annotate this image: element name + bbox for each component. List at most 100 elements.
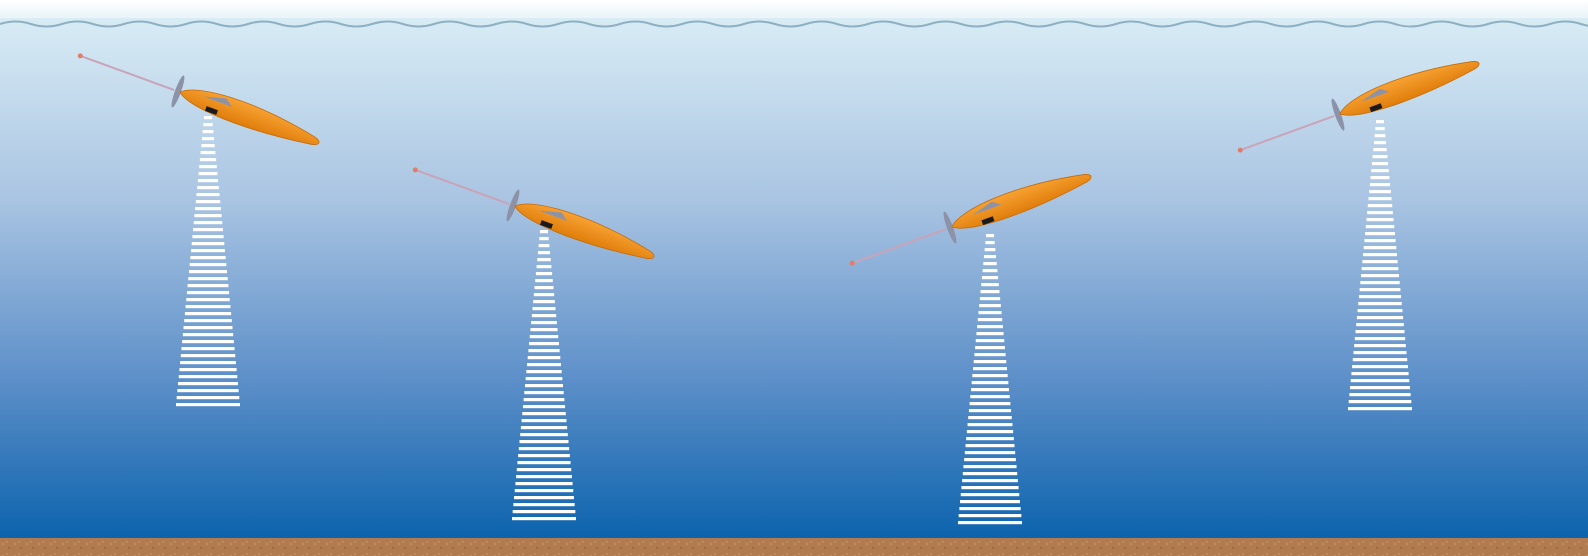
glider-hull bbox=[514, 203, 655, 259]
glider-fin bbox=[1361, 88, 1390, 102]
sonar-ping-line bbox=[970, 388, 1010, 392]
sonar-ping-line bbox=[1353, 351, 1407, 355]
sonar-ping-line bbox=[968, 416, 1012, 420]
sonar-ping-line bbox=[975, 346, 1005, 350]
sonar-ping-line bbox=[1352, 365, 1408, 369]
sonar-ping-line bbox=[984, 248, 996, 252]
sonar-ping-line bbox=[525, 377, 563, 381]
sonar-ping-line bbox=[1365, 232, 1395, 236]
sonar-ping-line bbox=[533, 300, 555, 304]
sonar-ping-line bbox=[176, 396, 240, 400]
sonar-ping-line bbox=[1371, 169, 1389, 173]
sonar-ping-line bbox=[194, 214, 222, 218]
sonar-beam-icon bbox=[958, 234, 1022, 525]
propeller-icon bbox=[171, 75, 185, 108]
sonar-ping-line bbox=[529, 335, 559, 339]
sonar-beam-icon bbox=[176, 116, 240, 407]
sonar-ping-line bbox=[1364, 239, 1396, 243]
sonar-ping-line bbox=[200, 151, 216, 155]
sonar-ping-line bbox=[962, 479, 1018, 483]
underwater-glider-icon bbox=[412, 167, 655, 259]
sonar-ping-line bbox=[983, 262, 997, 266]
sonar-transducer bbox=[539, 220, 553, 229]
sonar-beam-icon bbox=[1348, 120, 1412, 411]
sonar-ping-line bbox=[512, 517, 576, 521]
sonar-ping-line bbox=[971, 381, 1009, 385]
sonar-transducer bbox=[204, 106, 218, 115]
glider-2 bbox=[412, 167, 655, 521]
sonar-ping-line bbox=[985, 241, 995, 245]
sonar-ping-line bbox=[539, 237, 549, 241]
sonar-ping-line bbox=[969, 402, 1011, 406]
sonar-ping-line bbox=[529, 342, 559, 346]
sonar-ping-line bbox=[521, 419, 567, 423]
sonar-ping-line bbox=[1372, 155, 1388, 159]
sonar-ping-line bbox=[1356, 323, 1404, 327]
sonar-ping-line bbox=[193, 228, 223, 232]
sonar-ping-line bbox=[1375, 127, 1385, 131]
sonar-ping-line bbox=[192, 235, 224, 239]
sonar-ping-line bbox=[520, 426, 568, 430]
sonar-ping-line bbox=[187, 284, 229, 288]
sonar-ping-line bbox=[540, 230, 548, 234]
underwater-glider-icon bbox=[849, 174, 1092, 266]
sonar-ping-line bbox=[962, 472, 1018, 476]
sonar-ping-line bbox=[959, 507, 1021, 511]
sonar-ping-line bbox=[514, 496, 574, 500]
sonar-ping-line bbox=[530, 328, 558, 332]
sonar-ping-line bbox=[528, 349, 560, 353]
sonar-ping-line bbox=[185, 305, 231, 309]
sonar-ping-line bbox=[532, 307, 556, 311]
sonar-ping-line bbox=[538, 244, 550, 248]
sonar-ping-line bbox=[963, 465, 1017, 469]
sonar-ping-line bbox=[189, 263, 227, 267]
sonar-ping-line bbox=[973, 360, 1007, 364]
sonar-ping-line bbox=[964, 458, 1016, 462]
sonar-ping-line bbox=[975, 339, 1005, 343]
sonar-ping-line bbox=[977, 318, 1003, 322]
sonar-ping-line bbox=[182, 333, 234, 337]
sonar-transducer bbox=[1369, 103, 1383, 113]
sonar-ping-line bbox=[203, 123, 213, 127]
sonar-ping-line bbox=[1357, 309, 1403, 313]
sonar-ping-line bbox=[197, 179, 219, 183]
sonar-ping-line bbox=[1360, 281, 1400, 285]
sonar-ping-line bbox=[960, 500, 1020, 504]
sonar-ping-line bbox=[524, 384, 564, 388]
sonar-ping-line bbox=[177, 389, 239, 393]
sonar-ping-line bbox=[1361, 267, 1399, 271]
sonar-ping-line bbox=[972, 374, 1008, 378]
antenna-tip bbox=[412, 167, 418, 173]
water-column bbox=[0, 18, 1588, 540]
sonar-ping-line bbox=[534, 286, 554, 290]
sonar-transducer bbox=[981, 216, 995, 226]
sonar-ping-line bbox=[196, 193, 220, 197]
sonar-ping-line bbox=[183, 326, 233, 330]
sonar-ping-line bbox=[520, 433, 568, 437]
sonar-ping-line bbox=[524, 391, 564, 395]
sonar-ping-line bbox=[979, 304, 1001, 308]
sonar-ping-line bbox=[517, 461, 571, 465]
sonar-ping-line bbox=[986, 234, 994, 238]
sonar-ping-line bbox=[522, 412, 566, 416]
sonar-beam-icon bbox=[512, 230, 576, 521]
glider-hull bbox=[179, 89, 320, 145]
underwater-glider-icon bbox=[1237, 61, 1480, 153]
sonar-ping-line bbox=[1374, 134, 1386, 138]
sonar-ping-line bbox=[1365, 225, 1395, 229]
sonar-ping-line bbox=[195, 200, 221, 204]
sonar-ping-line bbox=[191, 242, 225, 246]
sonar-ping-line bbox=[204, 116, 212, 120]
antenna-tip bbox=[77, 53, 83, 59]
sonar-ping-line bbox=[1348, 407, 1412, 411]
antenna-tip bbox=[849, 260, 855, 266]
glider-4 bbox=[1237, 61, 1480, 411]
sonar-ping-line bbox=[1355, 330, 1405, 334]
sonar-ping-line bbox=[516, 468, 572, 472]
sonar-ping-line bbox=[1368, 197, 1392, 201]
sonar-ping-line bbox=[960, 493, 1020, 497]
sonar-ping-line bbox=[182, 340, 234, 344]
sonar-ping-line bbox=[1348, 400, 1412, 404]
sonar-ping-line bbox=[1367, 204, 1393, 208]
